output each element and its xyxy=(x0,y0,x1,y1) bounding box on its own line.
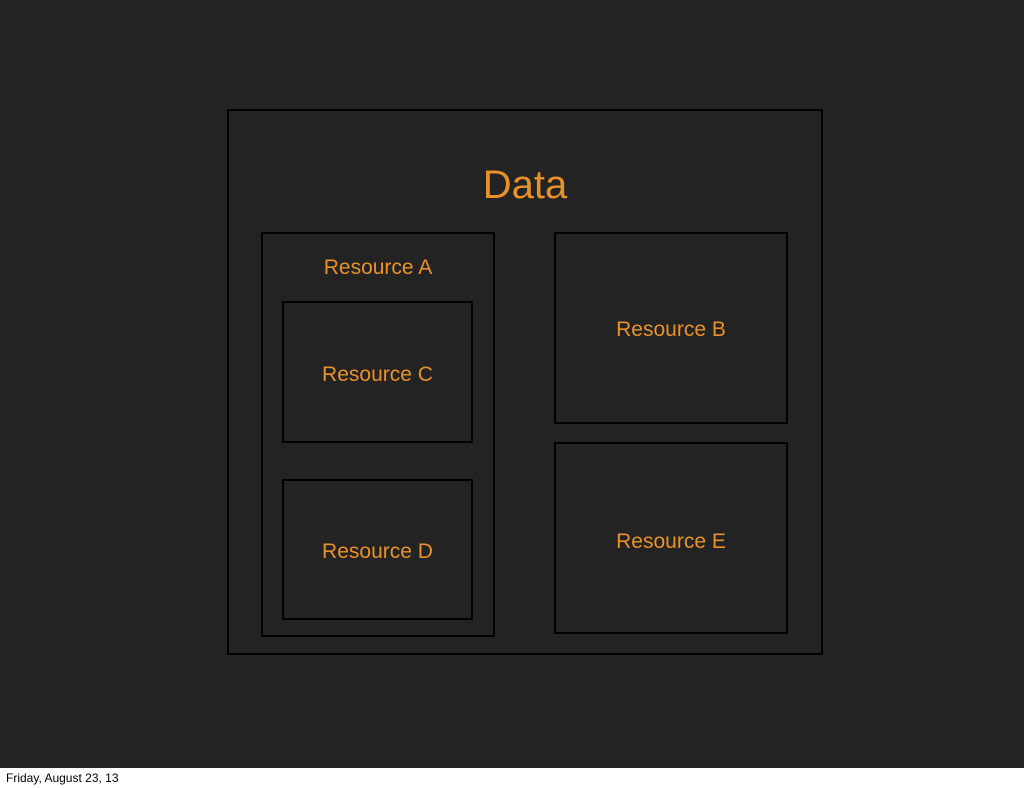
resource-c-box: Resource C xyxy=(282,301,473,443)
resource-b-box: Resource B xyxy=(554,232,788,424)
resource-d-label: Resource D xyxy=(322,540,433,563)
resource-e-label: Resource E xyxy=(616,530,726,553)
slide-canvas: Data Resource A Resource C Resource D Re… xyxy=(0,0,1024,768)
resource-e-box: Resource E xyxy=(554,442,788,634)
resource-c-label: Resource C xyxy=(322,363,433,386)
data-title: Data xyxy=(482,163,568,207)
resource-b-label: Resource B xyxy=(616,318,726,341)
resource-d-box: Resource D xyxy=(282,479,473,620)
resource-a-label: Resource A xyxy=(323,256,433,279)
footer-date: Friday, August 23, 13 xyxy=(6,771,119,785)
